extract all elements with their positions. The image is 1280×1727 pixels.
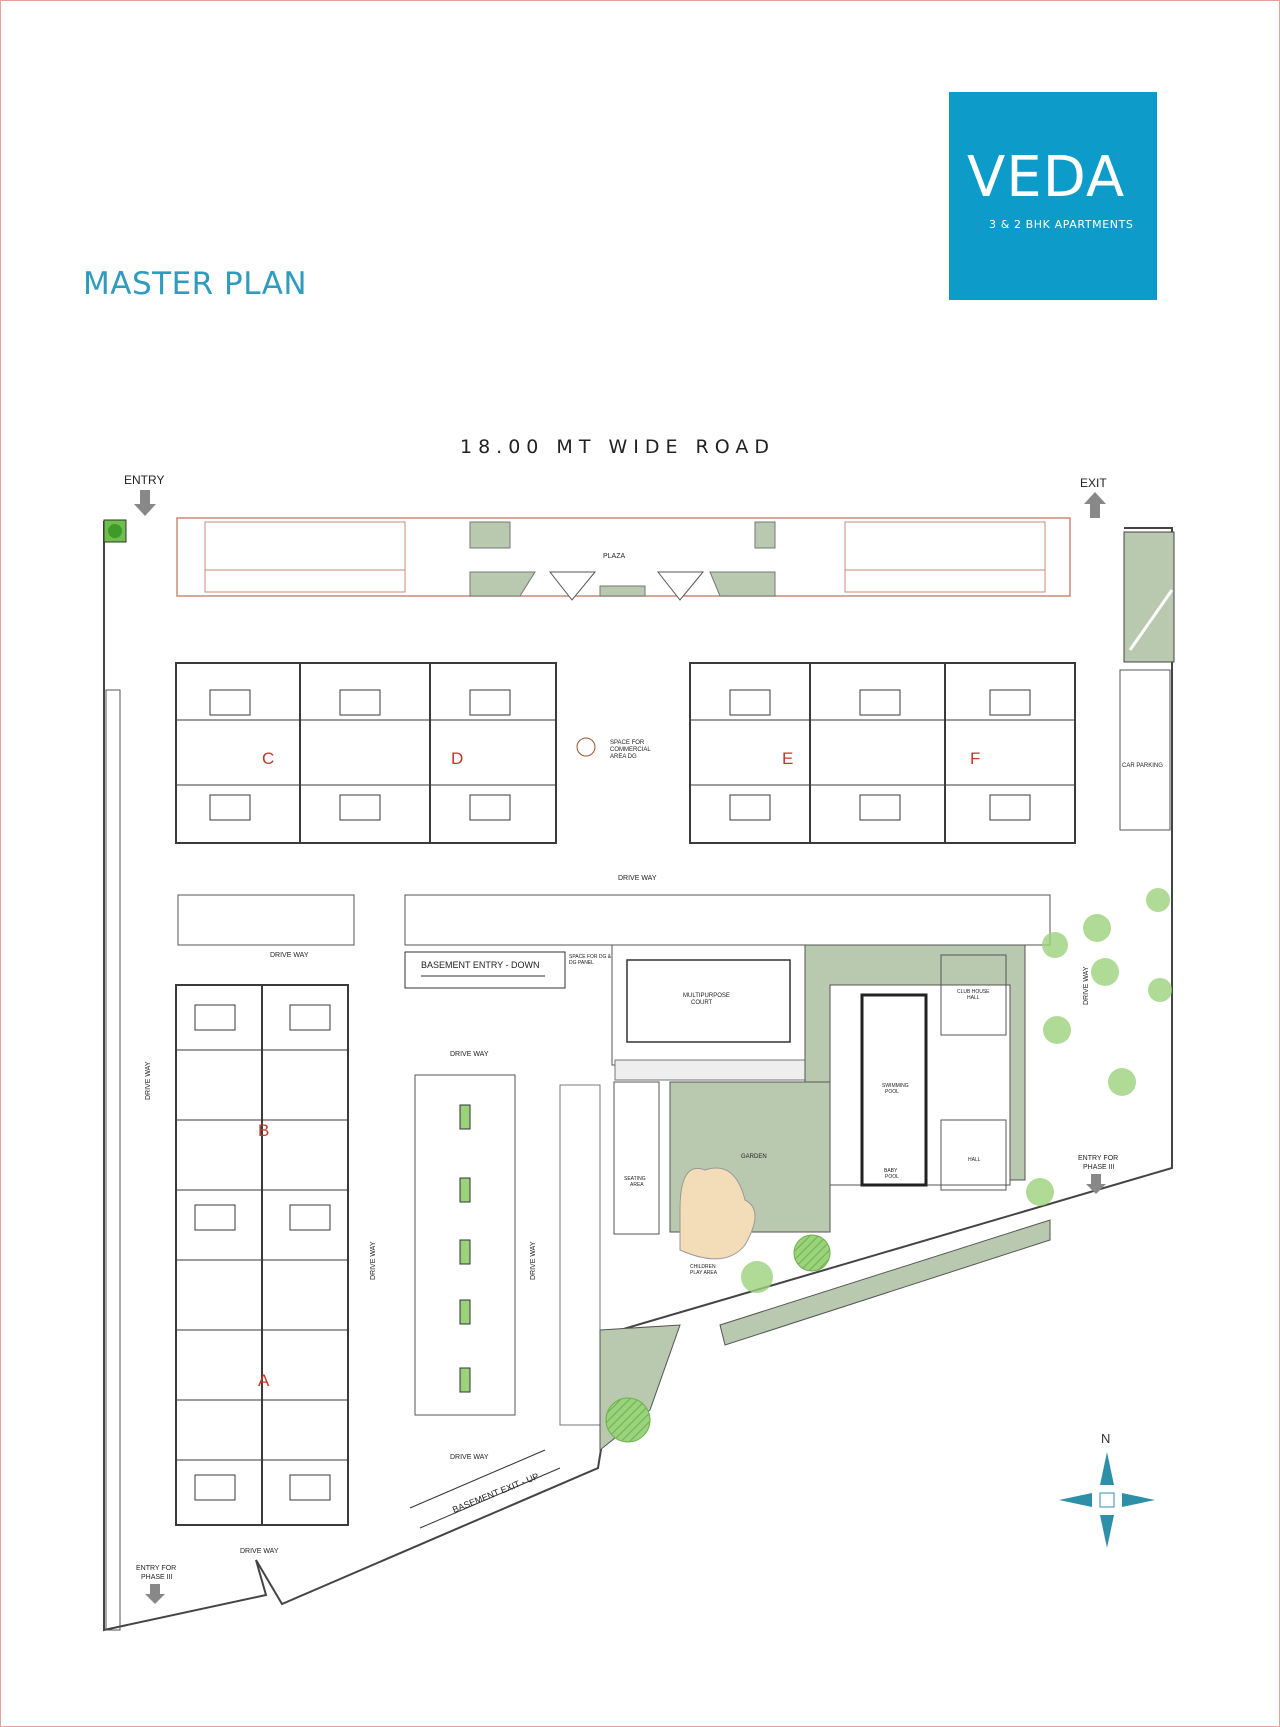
svg-text:SEATING: SEATING bbox=[624, 1176, 646, 1182]
car-parking-area bbox=[1119, 669, 1171, 831]
club-house bbox=[940, 954, 1007, 1036]
svg-text:HALL: HALL bbox=[967, 995, 980, 1001]
multipurpose-court bbox=[626, 959, 791, 1043]
svg-text:PHASE III: PHASE III bbox=[141, 1574, 173, 1581]
block-b-label: B bbox=[258, 1121, 269, 1140]
svg-text:AREA: AREA bbox=[630, 1182, 644, 1188]
driveway-label-vertical-left: DRIVE WAY bbox=[145, 1061, 152, 1100]
swimming-pool bbox=[860, 993, 928, 1187]
svg-text:BABY: BABY bbox=[884, 1168, 898, 1174]
svg-text:SWIMMING: SWIMMING bbox=[882, 1083, 909, 1089]
svg-text:COMMERCIAL: COMMERCIAL bbox=[610, 747, 651, 753]
commercial-space: SPACE FOR COMMERCIAL AREA DG bbox=[576, 737, 651, 760]
svg-text:CLUB HOUSE: CLUB HOUSE bbox=[957, 989, 990, 995]
svg-text:PHASE III: PHASE III bbox=[1083, 1164, 1115, 1171]
driveway-label-2: DRIVE WAY bbox=[270, 952, 309, 959]
seating-area bbox=[613, 1081, 660, 1235]
entry-phase3-west: ENTRY FOR PHASE III bbox=[136, 1565, 176, 1604]
page-title: MASTER PLAN bbox=[83, 266, 308, 302]
svg-text:POOL: POOL bbox=[885, 1174, 899, 1180]
parking-strip-left bbox=[177, 894, 355, 946]
svg-text:PLAY AREA: PLAY AREA bbox=[690, 1270, 718, 1276]
exit-label: EXIT bbox=[1080, 476, 1107, 490]
entry-phase3-east: ENTRY FOR PHASE III bbox=[1078, 1155, 1118, 1194]
down-arrow-icon bbox=[1086, 1174, 1106, 1194]
entry-marker: ENTRY bbox=[124, 473, 164, 516]
svg-text:COURT: COURT bbox=[691, 1000, 713, 1006]
exit-marker: EXIT bbox=[1080, 476, 1107, 518]
block-f-label: F bbox=[970, 749, 980, 768]
svg-text:SPACE FOR: SPACE FOR bbox=[610, 740, 645, 746]
svg-text:MULTIPURPOSE: MULTIPURPOSE bbox=[683, 993, 730, 999]
svg-text:BASEMENT ENTRY - DOWN: BASEMENT ENTRY - DOWN bbox=[421, 960, 540, 970]
trees bbox=[605, 888, 1172, 1443]
tree-icon bbox=[108, 524, 122, 538]
svg-text:GARDEN: GARDEN bbox=[741, 1154, 767, 1160]
hall bbox=[940, 1119, 1007, 1191]
parking-strip-right bbox=[404, 894, 1051, 946]
logo-brand: VEDA bbox=[967, 145, 1126, 210]
down-arrow-icon bbox=[145, 1584, 165, 1604]
entry-arrow-icon bbox=[134, 490, 156, 516]
exit-arrow-icon bbox=[1084, 492, 1106, 518]
svg-text:HALL: HALL bbox=[968, 1157, 981, 1163]
plaza-strip: PLAZA bbox=[176, 517, 1175, 663]
children-play-area bbox=[679, 1167, 756, 1260]
driveway-label-vertical-right: DRIVE WAY bbox=[530, 1241, 537, 1280]
basement-entry-ramp: BASEMENT ENTRY - DOWN SPACE FOR DG & DG … bbox=[404, 951, 612, 989]
car-parking-label: CAR PARKING bbox=[1122, 763, 1163, 769]
veda-logo: VEDA 3 & 2 BHK APARTMENTS bbox=[949, 92, 1157, 300]
site-boundary bbox=[103, 521, 1173, 1632]
compass-icon: N bbox=[1059, 1431, 1155, 1548]
entry-label: ENTRY bbox=[124, 473, 164, 487]
driveway-label-4: DRIVE WAY bbox=[450, 1454, 489, 1461]
plaza-label: PLAZA bbox=[603, 553, 626, 560]
block-e-label: E bbox=[782, 749, 793, 768]
svg-text:ENTRY FOR: ENTRY FOR bbox=[1078, 1155, 1118, 1162]
logo-tagline: 3 & 2 BHK APARTMENTS bbox=[989, 218, 1134, 231]
svg-text:CHILDREN: CHILDREN bbox=[690, 1264, 716, 1270]
basement-parking bbox=[414, 1074, 601, 1426]
svg-text:AREA DG: AREA DG bbox=[610, 754, 637, 760]
driveway-label-vertical-mid: DRIVE WAY bbox=[370, 1241, 377, 1280]
svg-text:BASEMENT EXIT - UP: BASEMENT EXIT - UP bbox=[451, 1471, 540, 1515]
tower-block-ab bbox=[175, 984, 349, 1526]
road-label: 18.00 MT WIDE ROAD bbox=[460, 436, 775, 458]
block-d-label: D bbox=[451, 749, 463, 768]
amenity-zone: MULTIPURPOSE COURT SWIMMING POOL BABY PO… bbox=[599, 944, 1051, 1452]
svg-text:SPACE FOR DG &: SPACE FOR DG & bbox=[569, 954, 612, 960]
driveway-label-3: DRIVE WAY bbox=[450, 1051, 489, 1058]
svg-text:DG PANEL: DG PANEL bbox=[569, 960, 594, 966]
block-c-label: C bbox=[262, 749, 274, 768]
driveway-label-top: DRIVE WAY bbox=[618, 875, 657, 882]
svg-text:ENTRY FOR: ENTRY FOR bbox=[136, 1565, 176, 1572]
driveway-label-vertical-east: DRIVE WAY bbox=[1083, 966, 1090, 1005]
north-label: N bbox=[1101, 1431, 1110, 1446]
side-walkway bbox=[105, 689, 121, 1631]
block-a-label: A bbox=[258, 1371, 270, 1390]
svg-text:POOL: POOL bbox=[885, 1089, 899, 1095]
tower-row-top bbox=[175, 662, 1076, 844]
driveway-label-5: DRIVE WAY bbox=[240, 1548, 279, 1555]
